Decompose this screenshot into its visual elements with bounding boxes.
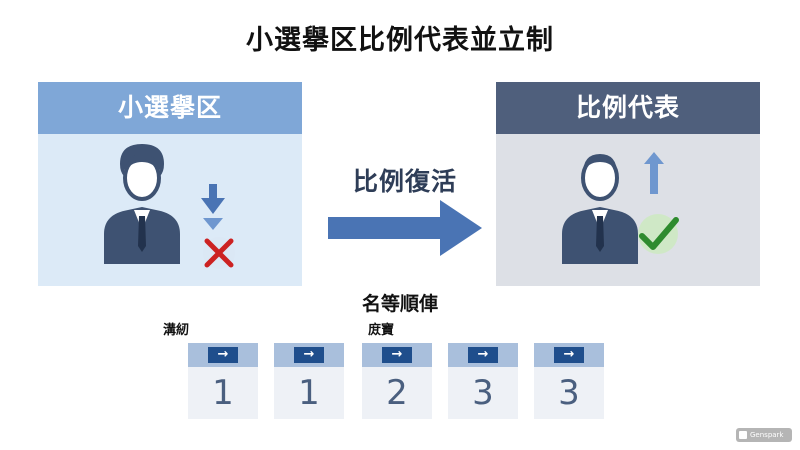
single-member-district-header: 小選擧区 xyxy=(38,82,302,134)
rank-number: 2 xyxy=(386,373,408,413)
rank-card: → 1 xyxy=(188,343,258,419)
rank-number: 1 xyxy=(212,373,234,413)
watermark-badge: Genspark xyxy=(736,428,792,442)
rank-number: 3 xyxy=(472,373,494,413)
ranking-left-label: 溝紉 xyxy=(163,323,190,338)
down-arrow-icon xyxy=(201,184,225,230)
right-arrow-icon: → xyxy=(382,347,412,363)
rank-card: → 2 xyxy=(362,343,432,419)
proportional-representation-panel: 比例代表 xyxy=(496,82,760,286)
diagram-title: 小選擧区比例代表並立制 xyxy=(246,25,554,56)
rank-number: 3 xyxy=(558,373,580,413)
person-icon xyxy=(104,144,180,264)
genspark-logo-icon xyxy=(739,431,747,439)
right-arrow-icon: → xyxy=(294,347,324,363)
right-arrow-icon: → xyxy=(208,347,238,363)
losing-candidate-illustration xyxy=(104,144,235,269)
rank-number: 1 xyxy=(298,373,320,413)
winning-candidate-illustration xyxy=(562,152,679,264)
ranking-mid-label: 庻寶 xyxy=(368,323,395,338)
rank-card: → 1 xyxy=(274,343,344,419)
ranking-title: 名等順俥 xyxy=(361,293,438,315)
right-arrow-icon xyxy=(328,200,482,256)
cross-icon xyxy=(203,237,235,269)
right-arrow-icon: → xyxy=(554,347,584,363)
single-member-district-panel: 小選擧区 xyxy=(38,82,302,286)
proportional-revival-label: 比例復活 xyxy=(352,167,457,196)
up-arrow-icon xyxy=(644,152,664,194)
check-icon xyxy=(638,214,679,254)
watermark-text: Genspark xyxy=(750,431,784,439)
proportional-representation-header: 比例代表 xyxy=(496,82,760,134)
person-icon xyxy=(562,154,638,264)
rank-card: → 3 xyxy=(534,343,604,419)
right-arrow-icon: → xyxy=(468,347,498,363)
rank-card: → 3 xyxy=(448,343,518,419)
